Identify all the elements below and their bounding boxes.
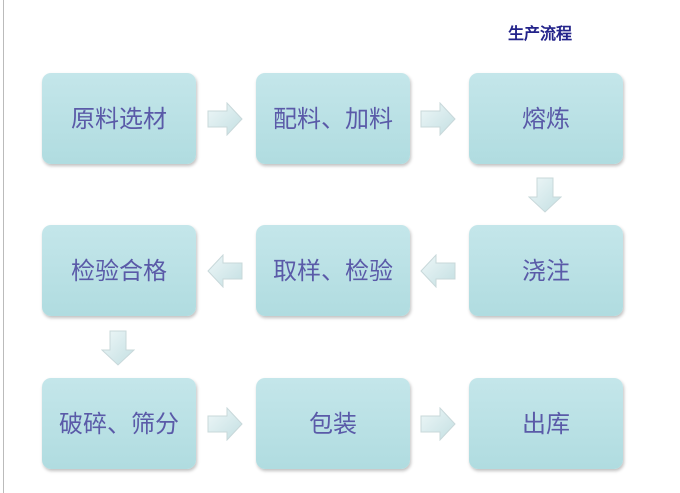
step-box: 配料、加料 [256,73,410,164]
step-box: 破碎、筛分 [42,378,196,469]
step-box: 检验合格 [42,225,196,316]
diagram-title: 生产流程 [508,24,573,43]
arrow-left-icon [420,254,456,288]
step-box: 取样、检验 [256,225,410,316]
step-box: 浇注 [469,225,623,316]
step-box: 出库 [469,378,623,469]
arrow-right-icon [420,102,456,136]
step-box: 包装 [256,378,410,469]
arrow-down-icon [101,330,135,366]
arrow-right-icon [207,407,243,441]
step-box: 原料选材 [42,73,196,164]
step-box: 熔炼 [469,73,623,164]
arrow-right-icon [207,102,243,136]
arrow-down-icon [528,177,562,213]
page-edge [3,0,4,493]
arrow-left-icon [207,254,243,288]
arrow-right-icon [420,407,456,441]
